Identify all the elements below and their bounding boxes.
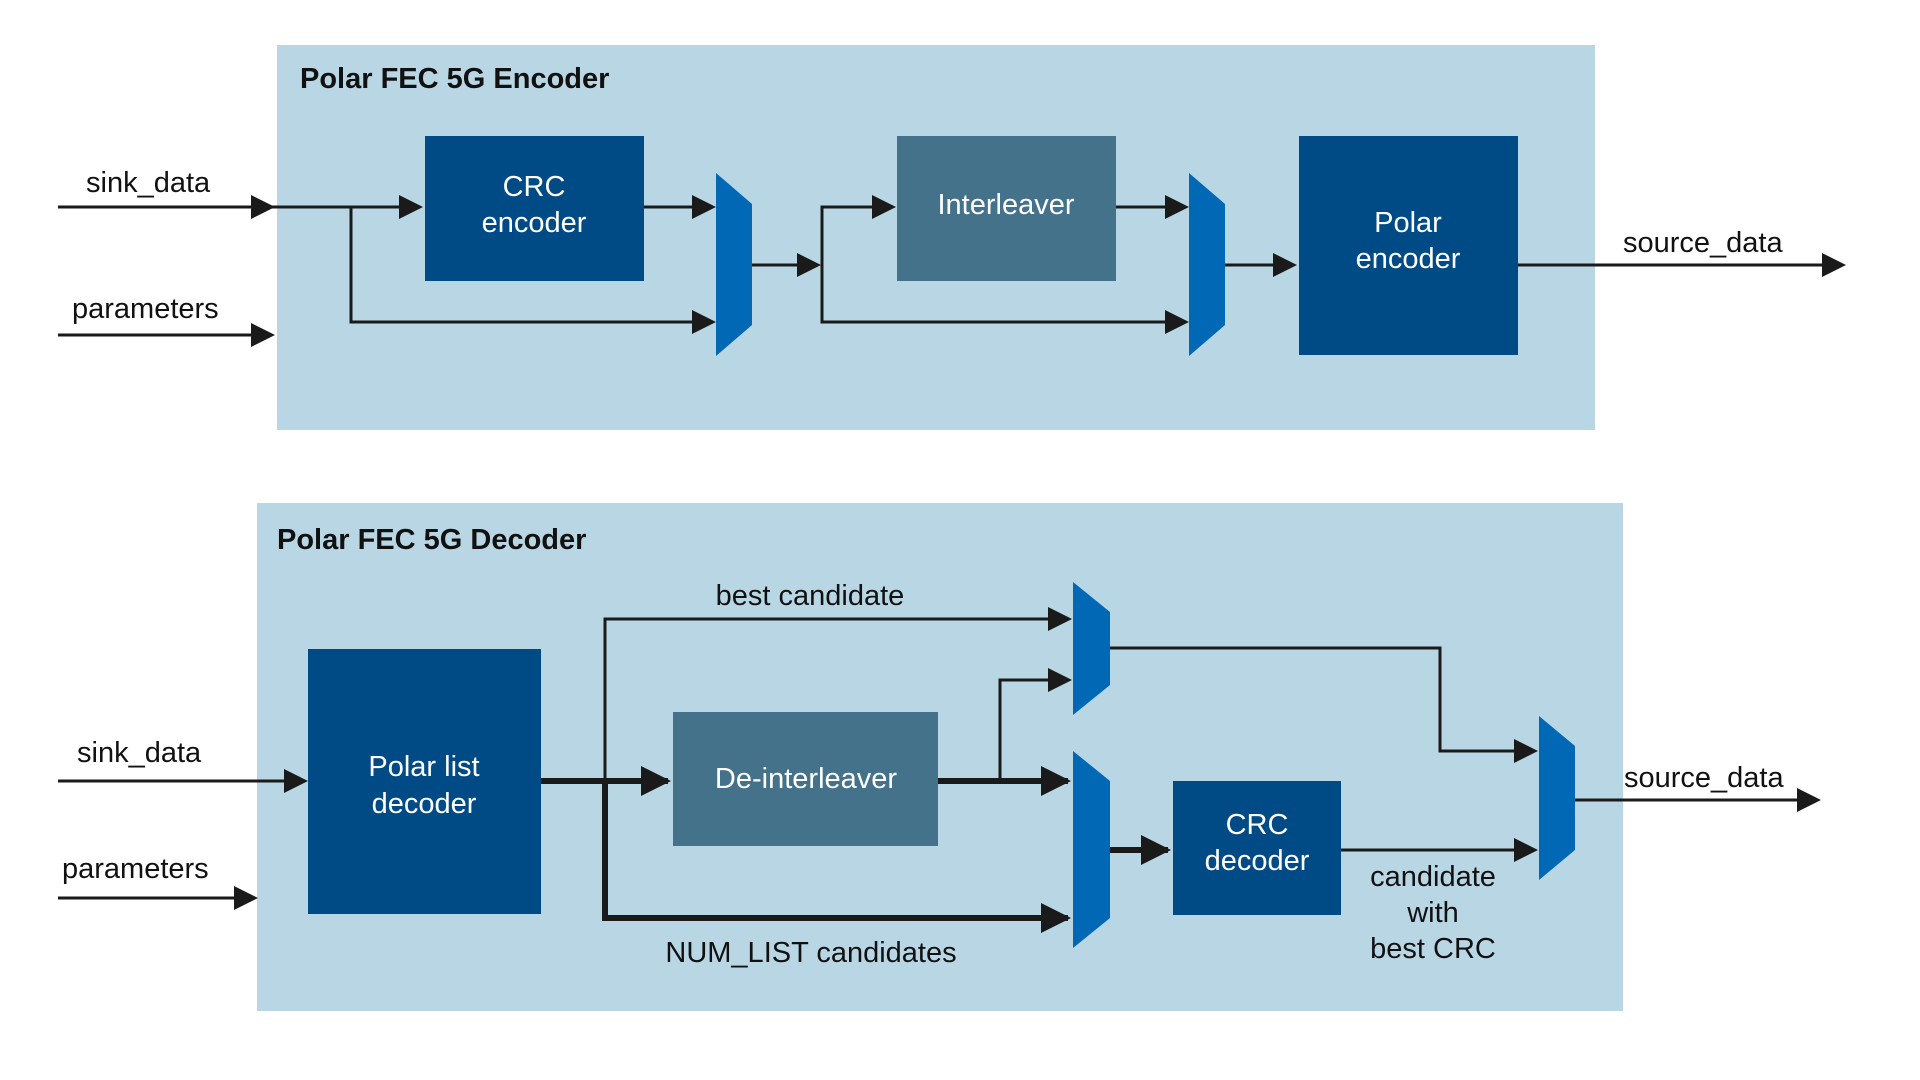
deinterleaver-block [673, 712, 938, 846]
interleaver-block [897, 136, 1116, 281]
crc-encoder-label: CRC [503, 171, 566, 203]
decoder-mux-b [1073, 751, 1110, 948]
deinterleaver-label: De-interleaver [715, 763, 897, 795]
encoder-sink-data-label: sink_data [86, 167, 211, 199]
best-candidate-label: best candidate [716, 580, 905, 612]
polar-encoder-label-line2: encoder [1356, 243, 1461, 275]
encoder-title: Polar FEC 5G Encoder [300, 63, 609, 95]
best-crc-label-line2: with [1406, 897, 1459, 929]
polar-list-decoder-block [308, 649, 541, 914]
polar-list-decoder-label: Polar list [368, 751, 479, 783]
encoder-source-data-label: source_data [1623, 227, 1783, 259]
crc-encoder-block [425, 136, 644, 281]
encoder-to-interleaver-wire [820, 195, 896, 265]
crc-decoder-label: CRC [1226, 809, 1289, 841]
deinterleaver-to-mux-a-wire [998, 668, 1072, 781]
decoder-title: Polar FEC 5G Decoder [277, 524, 586, 556]
best-crc-label-line1: candidate [1370, 861, 1496, 893]
polar-encoder-label: Polar [1374, 207, 1442, 239]
crc-encoder-label-line2: encoder [482, 207, 587, 239]
polar-list-decoder-label-line2: decoder [372, 788, 477, 820]
num-list-candidates-bus [602, 781, 1071, 933]
mux-a-to-output-mux-wire [1110, 646, 1538, 763]
crc-decoder-label-line2: decoder [1205, 845, 1310, 877]
encoder-mux-1 [716, 173, 752, 356]
polar-encoder-block [1299, 136, 1518, 355]
crc-decoder-block [1173, 781, 1341, 915]
interleaver-label: Interleaver [937, 189, 1074, 221]
decoder-sink-data-label: sink_data [77, 737, 202, 769]
decoder-panel: Polar FEC 5G Decoder sink_data parameter… [58, 503, 1821, 1011]
encoder-interleaver-bypass-wire [820, 265, 1189, 334]
encoder-crc-bypass-wire [349, 207, 716, 334]
num-list-candidates-label: NUM_LIST candidates [665, 937, 956, 969]
decoder-source-data-label: source_data [1624, 762, 1784, 794]
best-candidate-wire [603, 607, 1072, 781]
decoder-mux-a [1073, 582, 1110, 715]
encoder-panel: Polar FEC 5G Encoder sink_data parameter… [58, 45, 1846, 430]
encoder-mux-2 [1189, 173, 1225, 356]
encoder-parameters-label: parameters [72, 293, 219, 325]
decoder-mux-c [1539, 716, 1575, 880]
best-crc-label-line3: best CRC [1370, 933, 1496, 965]
decoder-parameters-label: parameters [62, 853, 209, 885]
